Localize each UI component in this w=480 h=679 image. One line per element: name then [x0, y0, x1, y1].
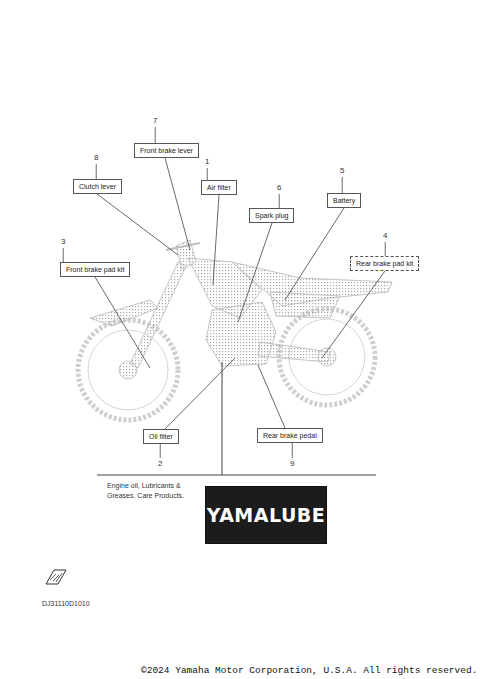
part-name: Rear brake pedal — [263, 431, 317, 440]
handlebar — [166, 243, 200, 250]
icon-hatch — [50, 573, 62, 582]
rim — [88, 330, 168, 410]
callout-tick — [63, 248, 64, 262]
part-name: Spark plug — [255, 211, 288, 220]
callout-number: 7 — [153, 116, 157, 126]
part-name: Front brake pad kit — [66, 265, 124, 274]
product-note: Engine oil, Lubricants & Greases, Care P… — [107, 481, 191, 501]
callout-tick — [160, 444, 161, 458]
catalog-icon — [46, 570, 66, 584]
callout-number: 2 — [158, 459, 162, 469]
part-name: Battery — [333, 196, 355, 205]
callout-number: 9 — [290, 459, 294, 469]
callout-tick — [385, 242, 386, 256]
brand-logo-box: YAMALUBE — [205, 486, 327, 544]
part-name: Air filter — [207, 183, 231, 192]
leader-line — [165, 158, 190, 250]
leader-line — [165, 358, 235, 429]
callout-tick — [292, 443, 293, 458]
engine — [206, 302, 276, 366]
part-name: Oil filter — [149, 432, 173, 441]
leader-line — [238, 223, 272, 322]
copyright-notice: ©2024 Yamaha Motor Corporation, U.S.A. A… — [141, 665, 477, 677]
part-label-box: Rear brake pad kit — [350, 256, 419, 271]
leader-line — [97, 194, 178, 255]
part-label-box: Oil filter — [143, 429, 179, 444]
part-name: Clutch lever — [79, 182, 116, 191]
front-fender — [90, 300, 158, 326]
brand-name: YAMALUBE — [207, 503, 326, 527]
part-label-box: Front brake lever — [134, 143, 199, 158]
part-name: Front brake lever — [140, 146, 193, 155]
part-name: Rear brake pad kit — [356, 259, 413, 268]
part-label-box: Spark plug — [249, 208, 294, 223]
part-label-box: Air filter — [201, 180, 237, 195]
callout-number: 8 — [94, 153, 98, 163]
callout-tick — [342, 177, 343, 193]
callout-number: 5 — [340, 166, 344, 176]
part-label-box: Clutch lever — [73, 179, 122, 194]
callout-tick — [279, 194, 280, 208]
front-wheel — [78, 320, 178, 420]
tire — [78, 320, 178, 420]
part-label-box: Front brake pad kit — [60, 262, 130, 277]
callout-tick — [207, 168, 208, 180]
leader-line — [322, 271, 385, 358]
leader-line — [95, 277, 150, 368]
part-label-box: Battery — [327, 193, 361, 208]
bike-body — [90, 240, 392, 368]
icon-shape — [46, 570, 66, 584]
leader-line — [213, 195, 219, 285]
bracket-line — [97, 475, 376, 476]
callout-number: 1 — [205, 157, 209, 167]
callout-number: 3 — [61, 237, 65, 247]
callout-tick — [96, 164, 97, 179]
leader-line — [222, 362, 223, 475]
part-code: DJ31110D1010 — [42, 599, 90, 608]
side-panel — [270, 292, 340, 318]
callout-number: 6 — [277, 183, 281, 193]
part-label-box: Rear brake pedal — [257, 428, 323, 443]
callout-number: 4 — [383, 231, 387, 241]
leader-line — [258, 365, 285, 428]
callout-tick — [155, 127, 156, 143]
